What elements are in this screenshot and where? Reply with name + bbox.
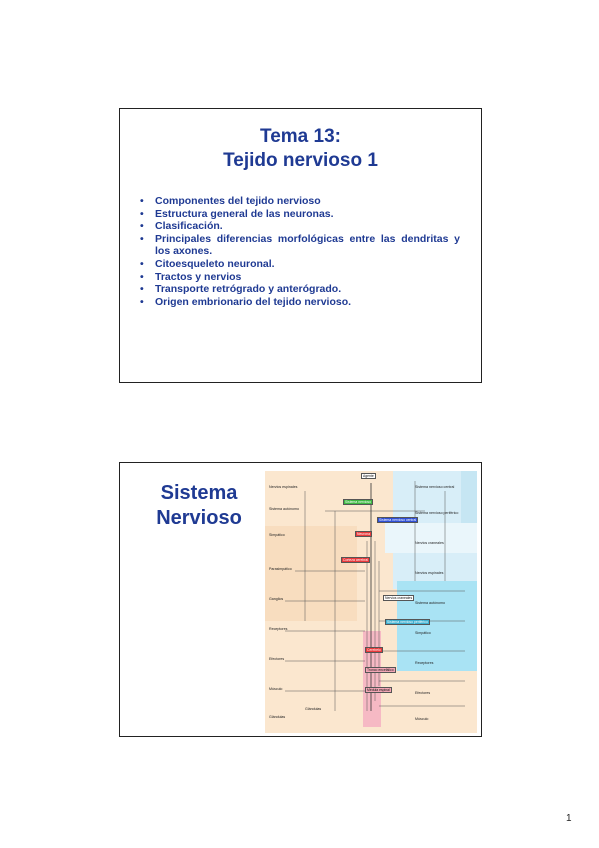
pink-box-2: Médula espinal [365, 687, 392, 693]
bullet-item: Componentes del tejido nervioso [140, 195, 460, 208]
bullet-item: Tractos y nervios [140, 271, 460, 284]
diagram-label: Sistema autónomo [415, 601, 445, 605]
diagram-label: Sistema nervioso central [415, 485, 455, 489]
page-number: 1 [566, 813, 572, 824]
tan-zone-left [265, 526, 357, 621]
bullet-item: Estructura general de las neuronas. [140, 208, 460, 221]
diagram-label: Sistema nervioso periférico [415, 511, 459, 515]
white-box-1: Nervios craneales [383, 595, 415, 601]
slide-2: Sistema Nervioso [119, 462, 482, 737]
slide-1-title-line-2: Tejido nervioso 1 [223, 150, 378, 171]
slide-1: Tema 13: Tejido nervioso 1 Componentes d… [119, 108, 482, 383]
diagram-label: Músculo [269, 687, 283, 691]
slide-2-title-line-1: Sistema [160, 482, 238, 504]
light-zone [385, 523, 477, 553]
diagram-label: Nervios espinales [269, 485, 298, 489]
bullet-list: Componentes del tejido nervioso Estructu… [140, 195, 460, 308]
slide-2-title: Sistema Nervioso [144, 481, 254, 531]
diagram-label: Efectores [415, 691, 431, 695]
cyan-edge-zone [461, 471, 477, 523]
nervous-system-diagram: Agente Sistema nervioso Sistema nervioso… [265, 471, 477, 733]
cyan-box-1: Sistema nervioso periférico [385, 619, 430, 625]
green-box: Sistema nervioso [343, 499, 374, 505]
diagram-label: Simpático [269, 533, 285, 537]
diagram-label: Nervios craneales [415, 541, 444, 545]
diagram-label: Glándulas [269, 715, 286, 719]
diagram-label: Simpático [415, 631, 431, 635]
slide-2-title-line-2: Nervioso [156, 507, 242, 529]
diagram-label: Ganglios [269, 597, 284, 601]
red-box-1: Corteza cerebral [341, 557, 371, 563]
neuron-box: Neurona [355, 531, 373, 537]
pink-column [363, 631, 381, 727]
diagram-label: Receptores [415, 661, 434, 665]
bullet-item: Principales diferencias morfológicas ent… [140, 233, 460, 258]
top-label: Agente [361, 473, 376, 479]
bullet-item: Clasificación. [140, 220, 460, 233]
diagram-label: Sistema autónomo [269, 507, 299, 511]
bullet-item: Citoesqueleto neuronal. [140, 258, 460, 271]
red-box-2: Cerebelo [365, 647, 383, 653]
bullet-item: Origen embrionario del tejido nervioso. [140, 296, 460, 309]
slide-1-title-line-1: Tema 13: [260, 126, 341, 147]
diagram-label: Músculo [415, 717, 429, 721]
diagram-label: Parasimpático [269, 567, 292, 571]
blue-box: Sistema nervioso central [377, 517, 419, 523]
diagram-label: Receptores [269, 627, 288, 631]
pink-box-1: Tronco encefálico [365, 667, 396, 673]
diagram-label: Glándulas [305, 707, 322, 711]
diagram-label: Efectores [269, 657, 285, 661]
diagram-lines [285, 481, 465, 711]
bullet-item: Transporte retrógrado y anterógrado. [140, 283, 460, 296]
diagram-label: Nervios espinales [415, 571, 444, 575]
